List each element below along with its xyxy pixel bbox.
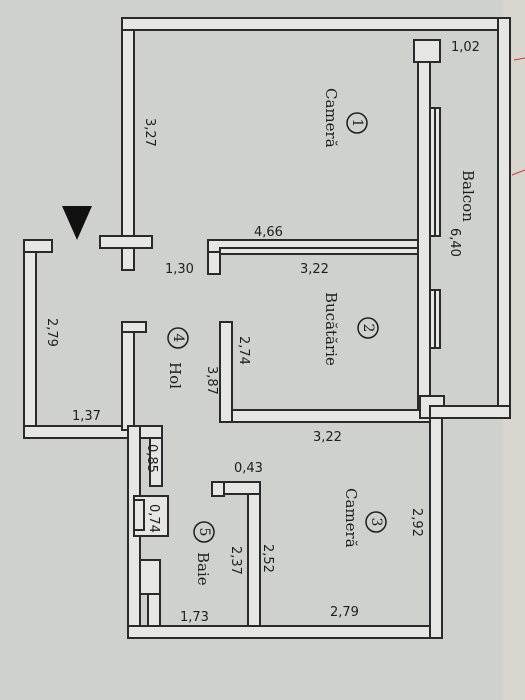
room-1-number-circle: [346, 112, 368, 134]
room-4-number: 4: [170, 334, 186, 343]
wall-kitchen-bottom: [231, 409, 433, 423]
wall-kitchen-top: [219, 247, 431, 255]
room-4-name: Hol: [166, 362, 184, 389]
ink-mark-2: [513, 57, 525, 61]
wall-bath-gap-post: [149, 437, 163, 487]
wall-hall-top-stub: [23, 239, 53, 253]
room-1-number: 1: [349, 119, 365, 128]
room-1: 1 Cameră: [322, 88, 368, 148]
dim-bath-gap: 0,85: [144, 444, 159, 473]
dim-hall-depth: 2,79: [44, 318, 59, 347]
wall-room1-left: [121, 17, 135, 237]
room-2-name: Bucătărie: [322, 292, 340, 366]
room-5-number: 5: [196, 528, 212, 537]
wall-top: [121, 17, 511, 31]
room-3-number: 3: [368, 518, 384, 527]
room-2-number: 2: [360, 324, 376, 333]
balcony-label: Balcon: [459, 170, 477, 222]
dim-bath-width: 1,73: [180, 610, 209, 625]
dim-kitchen-width-bottom: 3,22: [313, 430, 342, 445]
room-5: 5 Baie: [193, 521, 215, 586]
wall-hall-left: [23, 239, 37, 439]
room-5-name: Baie: [194, 552, 212, 586]
room-4-number-circle: [167, 327, 189, 349]
dim-door-width: 1,30: [165, 262, 194, 277]
room-2: 2 Bucătărie: [322, 292, 379, 366]
wall-door-stub-left: [99, 235, 153, 249]
wall-kitchen-stub: [207, 251, 221, 275]
dim-hall-bottom: 1,37: [72, 409, 101, 424]
wall-kitchen-left: [219, 321, 233, 423]
wall-hall-stub: [121, 321, 147, 333]
wall-bottom: [127, 625, 443, 639]
wall-bath-inner-left: [147, 593, 161, 629]
room-3: 3 Cameră: [342, 488, 387, 548]
dim-kitchen-depth: 2,74: [236, 336, 251, 365]
wall-corner-block: [413, 39, 441, 63]
dim-hall-length: 3,87: [204, 366, 219, 395]
dim-room1-width: 4,66: [254, 225, 283, 240]
dim-room3-width: 2,79: [330, 605, 359, 620]
dim-balcony-top: 1,02: [451, 40, 480, 55]
dimension-labels: 1,02 3,27 4,66 6,40 1,30 3,22 2,79 2,74 …: [44, 40, 480, 625]
dim-kitchen-width-top: 3,22: [300, 262, 329, 277]
wall-bath-right: [247, 481, 261, 633]
bath-door-frame: [133, 499, 145, 531]
room-2-number-circle: [357, 317, 379, 339]
wall-right: [497, 17, 511, 419]
dim-room3-inner: 2,52: [260, 544, 275, 573]
wall-bath-gap: [139, 425, 163, 439]
dim-bath-stub: 0,43: [234, 461, 263, 476]
room-3-name: Cameră: [342, 488, 360, 548]
dim-room1-depth: 3,27: [142, 118, 157, 147]
dim-balcony-length: 6,40: [447, 228, 462, 257]
walls: [23, 17, 511, 639]
wall-door-stub-post: [121, 247, 135, 271]
dim-bath-depth: 2,37: [228, 546, 243, 575]
ink-mark: [511, 169, 525, 176]
dim-room3-depth: 2,92: [409, 508, 424, 537]
balcony-windows: [429, 107, 441, 349]
room-5-number-circle: [193, 521, 215, 543]
wall-balcony-inner: [417, 39, 431, 413]
entrance-arrow-icon: [62, 206, 92, 240]
wall-balcony-bottom: [429, 405, 511, 419]
wall-bath-lower: [139, 559, 161, 595]
wall-room3-right: [429, 411, 443, 639]
balcony: Balcon: [459, 170, 477, 222]
room-3-number-circle: [365, 511, 387, 533]
room-1-name: Cameră: [322, 88, 340, 148]
wall-hall-right: [121, 321, 135, 431]
dim-bath-small: 0,74: [146, 504, 161, 533]
wall-bath-stub-post: [211, 481, 225, 497]
room-4: 4 Hol: [166, 327, 189, 389]
